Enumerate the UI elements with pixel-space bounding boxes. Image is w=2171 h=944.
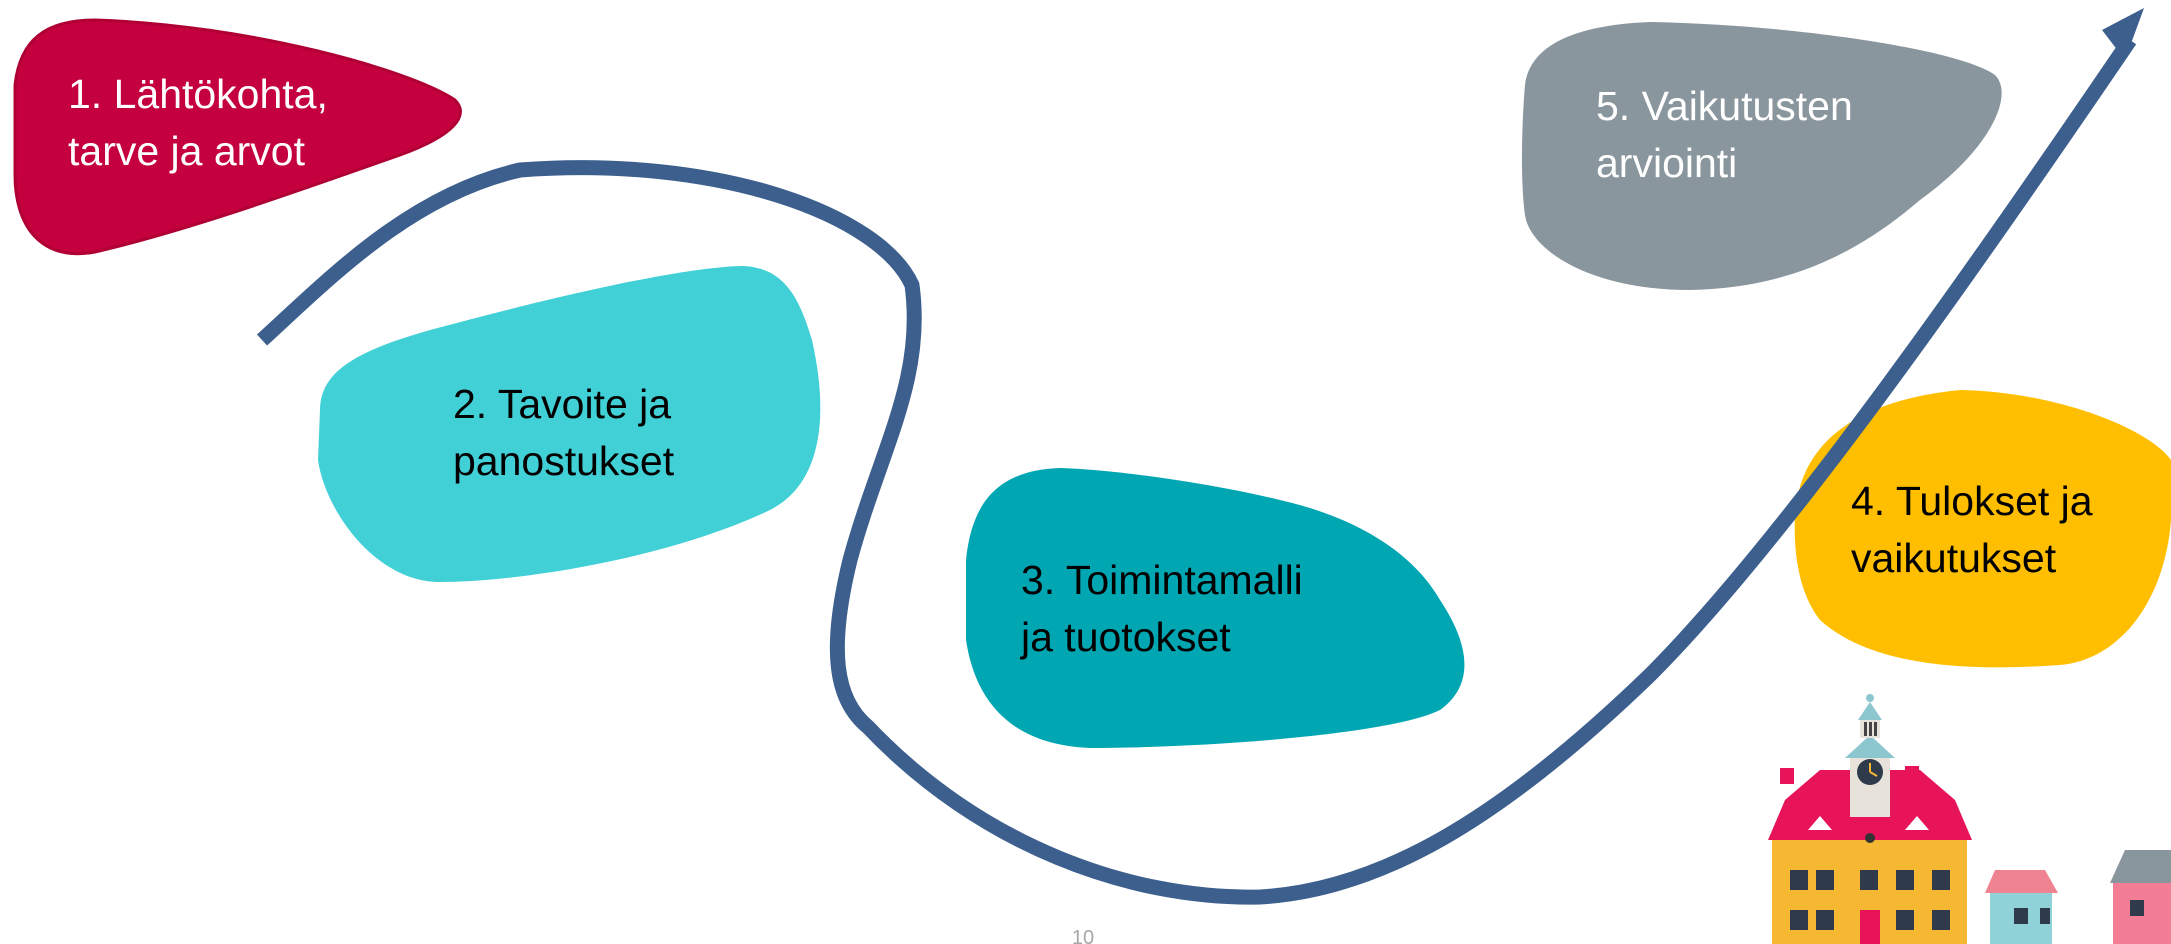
step-2-blob <box>318 266 821 582</box>
arrow-head-icon <box>2102 8 2144 60</box>
svg-text:2. Tavoite ja: 2. Tavoite ja <box>453 381 671 427</box>
svg-text:ja tuotokset: ja tuotokset <box>1020 614 1231 660</box>
step-4-blob <box>1794 390 2171 668</box>
svg-text:arviointi: arviointi <box>1596 140 1737 186</box>
page-number: 10 <box>1072 927 1094 944</box>
svg-text:tarve ja arvot: tarve ja arvot <box>68 128 306 174</box>
step-1-label: 1. Lähtökohta, tarve ja arvot <box>68 71 328 174</box>
svg-text:5. Vaikutusten: 5. Vaikutusten <box>1596 83 1853 129</box>
step-2-label: 2. Tavoite ja panostukset <box>453 381 675 484</box>
svg-text:panostukset: panostukset <box>453 438 675 484</box>
svg-text:1. Lähtökohta,: 1. Lähtökohta, <box>68 71 328 117</box>
step-4-label: 4. Tulokset ja vaikutukset <box>1851 478 2093 581</box>
svg-text:4. Tulokset ja: 4. Tulokset ja <box>1851 478 2093 524</box>
step-5-blob <box>1521 22 2002 290</box>
step-5-label: 5. Vaikutusten arviointi <box>1596 83 1853 186</box>
svg-text:vaikutukset: vaikutukset <box>1851 535 2057 581</box>
town-hall-illustration <box>1768 694 2171 944</box>
process-path <box>256 35 2137 905</box>
step-3-blob <box>966 468 1465 748</box>
svg-text:3. Toimintamalli: 3. Toimintamalli <box>1021 557 1303 603</box>
step-3-label: 3. Toimintamalli ja tuotokset <box>1020 557 1303 660</box>
step-1-blob <box>13 18 462 255</box>
